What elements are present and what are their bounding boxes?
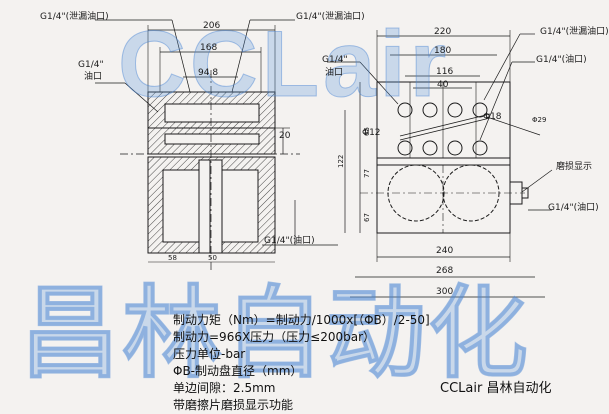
dim-180: 180 [434, 46, 452, 56]
label-right-bottom-oil-port: G1/4"(油口) [548, 203, 599, 213]
dim-240: 240 [436, 246, 454, 256]
note-line: 制动力矩（Nm）=制动力/1000x[（ΦB）/2-50] [173, 313, 430, 327]
dim-phi18: Φ18 [483, 112, 502, 122]
dim-20: 20 [279, 131, 291, 141]
note-line: 单边间隙：2.5mm [173, 381, 276, 395]
right-view [327, 30, 553, 298]
dim-220: 220 [434, 27, 452, 37]
dim-206: 206 [203, 21, 221, 31]
dim-40: 40 [437, 80, 449, 90]
label-left-drain-port: G1/4"(泄漏油口) [40, 12, 109, 22]
label-right-drain-port: G1/4"(泄漏油口) [540, 27, 609, 37]
dim-94-8: 94.8 [198, 68, 219, 78]
label-left-oil-size: G1/4" [78, 60, 104, 70]
label-right-oil-port: G1/4"(油口) [536, 55, 587, 65]
watermark-chinese: 昌林自动化 [20, 275, 530, 393]
dim-168: 168 [200, 43, 218, 53]
formula-notes: 制动力矩（Nm）=制动力/1000x[（ΦB）/2-50] 制动力=966X压力… [173, 312, 430, 414]
label-mid-oil-size: G1/4" [322, 55, 348, 65]
dim-300: 300 [436, 287, 454, 297]
dim-58: 58 [168, 254, 177, 262]
label-mid-oil-port: 油口 [325, 68, 344, 78]
note-line: 带磨擦片磨损显示功能 [173, 398, 294, 412]
label-bottom-oil-port: G1/4"(油口) [264, 236, 315, 246]
dim-phi29: Φ29 [532, 116, 547, 124]
note-line: ΦB-制动盘直径（mm） [173, 364, 303, 378]
label-wear-display: 磨损显示 [556, 162, 593, 172]
note-line: 制动力=966X压力（压力≤200bar） [173, 330, 376, 344]
brand-name: CCLair 昌林自动化 [440, 381, 552, 396]
dim-50: 50 [208, 254, 217, 262]
left-view [95, 19, 338, 270]
dim-67: 67 [363, 213, 371, 222]
dim-phi12: Φ12 [362, 128, 381, 138]
label-left-oil-port: 油口 [84, 72, 103, 82]
note-line: 压力单位-bar [173, 347, 246, 361]
label-mid-drain-port: G1/4"(泄漏油口) [296, 12, 365, 22]
dim-116: 116 [436, 67, 454, 77]
dim-122: 122 [337, 154, 345, 168]
dim-77: 77 [363, 169, 371, 178]
watermark-english: CCLair [117, 11, 451, 117]
dim-268: 268 [436, 266, 454, 276]
dim-65: 65 [363, 127, 371, 136]
